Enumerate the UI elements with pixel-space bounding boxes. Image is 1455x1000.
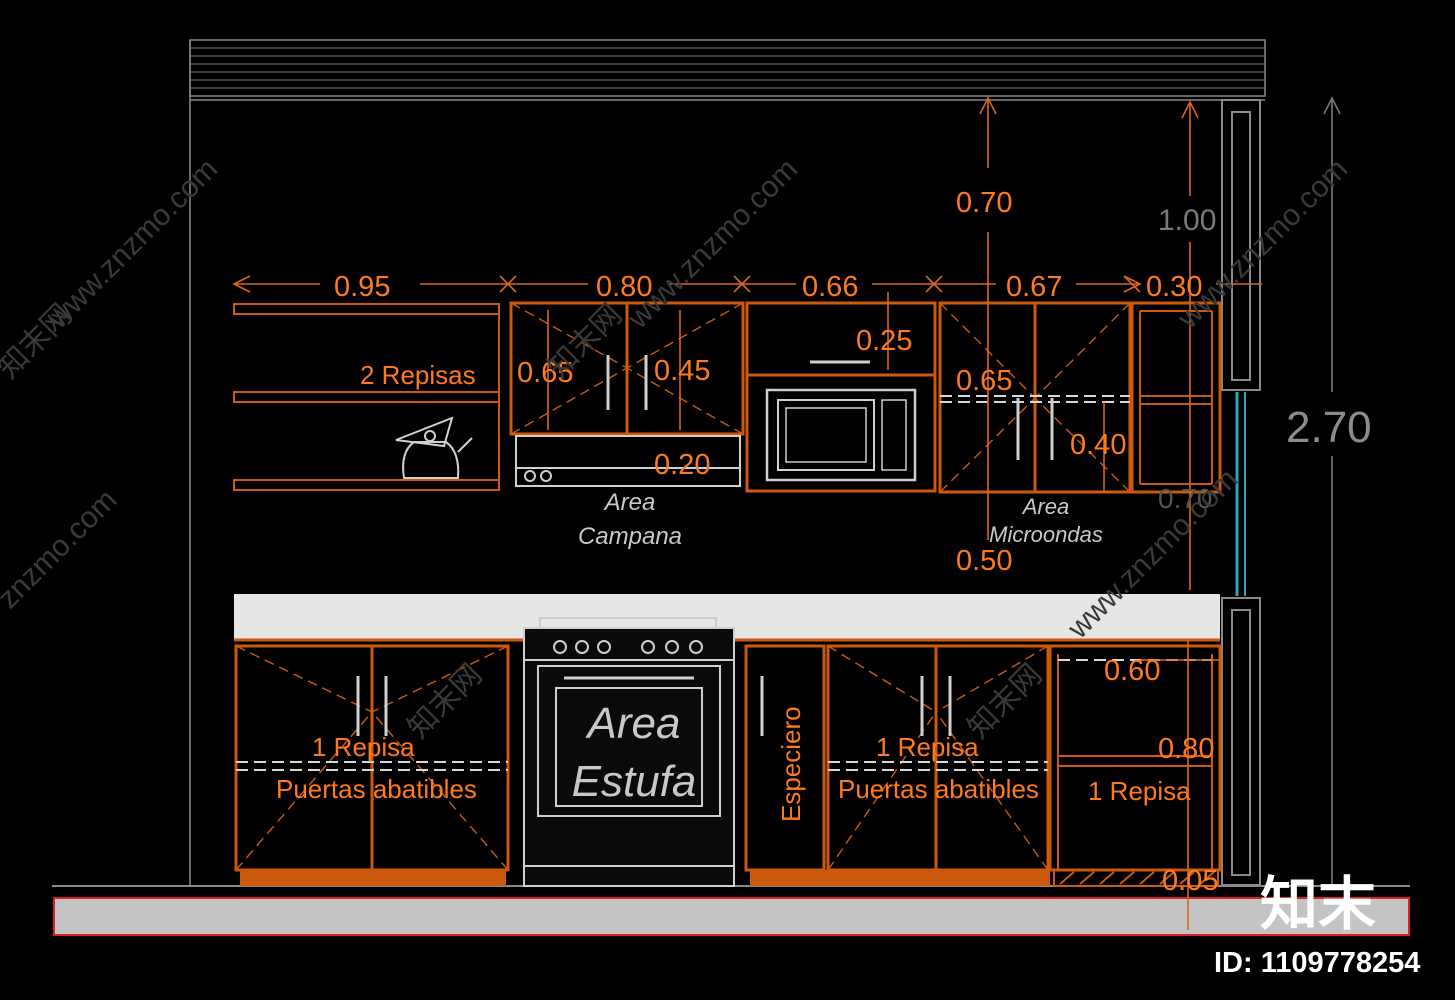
watermark-brand: 知末网 — [542, 298, 629, 385]
base-mid-shelf-label: 1 Repisa — [876, 732, 979, 762]
floor-slab — [53, 897, 1410, 936]
dim-micro-gap: 0.50 — [956, 545, 1012, 577]
stove-knob — [575, 640, 589, 654]
open-shelves — [233, 303, 500, 491]
base-right-shelf-label: 1 Repisa — [1088, 776, 1191, 806]
watermark-text: znzmo.com — [0, 483, 123, 615]
dim-micro-top: 0.25 — [856, 325, 912, 357]
dim-tall-upper: 1.00 — [1158, 204, 1216, 237]
hood-area-label: Area — [603, 489, 656, 516]
upper-cabinet-right — [938, 301, 1132, 494]
dim-cab-left: 0.65 — [517, 357, 573, 389]
range-hood — [515, 435, 741, 487]
watermark-text: www.znzmo.com — [1171, 152, 1354, 335]
brand-logo: 知末 — [1260, 872, 1376, 937]
base-left-doors-label: Puertas abatibles — [276, 774, 477, 804]
dim-080: 0.80 — [596, 271, 652, 303]
dim-base-depth: 0.60 — [1104, 655, 1160, 687]
dim-upper-gap: 0.70 — [956, 187, 1012, 219]
dim-total-height: 2.70 — [1286, 403, 1372, 452]
shelves-label: 2 Repisas — [360, 360, 476, 390]
upper-cabinet-hood — [509, 301, 745, 436]
watermark-text: www.znzmo.com — [621, 152, 804, 335]
microwave-icon — [765, 388, 917, 482]
base-mid-doors-label: Puertas abatibles — [838, 774, 1039, 804]
dim-cab-right: 0.65 — [956, 365, 1012, 397]
stove-knob — [597, 640, 611, 654]
dim-right-hidden: 0.70 — [1158, 483, 1213, 514]
microwave-cabinet — [745, 301, 937, 493]
right-wall-window — [1221, 99, 1261, 886]
watermark-brand: 知末网 — [402, 658, 489, 745]
micro-area-label: Area — [1021, 494, 1069, 519]
corner-open-shelf — [1130, 301, 1222, 494]
image-id: ID: 1109778254 — [1214, 947, 1420, 979]
stove-knob — [553, 640, 567, 654]
hood-area-label-2: Campana — [578, 523, 682, 550]
dim-030: 0.30 — [1146, 271, 1202, 303]
dim-095: 0.95 — [334, 271, 390, 303]
dim-base-height: 0.80 — [1158, 733, 1214, 765]
watermark-text: www.znzmo.com — [41, 152, 224, 335]
dim-plinth: 0.05 — [1162, 865, 1218, 897]
stove-knob — [665, 640, 679, 654]
stove-knob — [689, 640, 703, 654]
dim-cab-right-inner: 0.40 — [1070, 429, 1126, 461]
base-cabinet-middle — [750, 644, 1050, 886]
dim-cab-left-inner: 0.45 — [654, 355, 710, 387]
watermark-brand: 知末网 — [0, 298, 79, 385]
stove-area-label-2: Estufa — [572, 757, 697, 806]
spice-rack-label: Especiero — [776, 706, 806, 822]
base-cabinet-left — [234, 644, 510, 886]
base-left-shelf-label: 1 Repisa — [312, 732, 415, 762]
kettle-icon — [395, 416, 473, 479]
stove — [523, 617, 735, 887]
dim-066: 0.66 — [802, 271, 858, 303]
stove-knob — [641, 640, 655, 654]
stove-area-label: Area — [585, 699, 681, 748]
dimension-lines — [232, 96, 1341, 930]
dim-067: 0.67 — [1006, 271, 1062, 303]
micro-area-label-2: Microondas — [989, 522, 1103, 547]
dim-hood: 0.20 — [654, 449, 710, 481]
ceiling-hatch — [189, 39, 1266, 101]
